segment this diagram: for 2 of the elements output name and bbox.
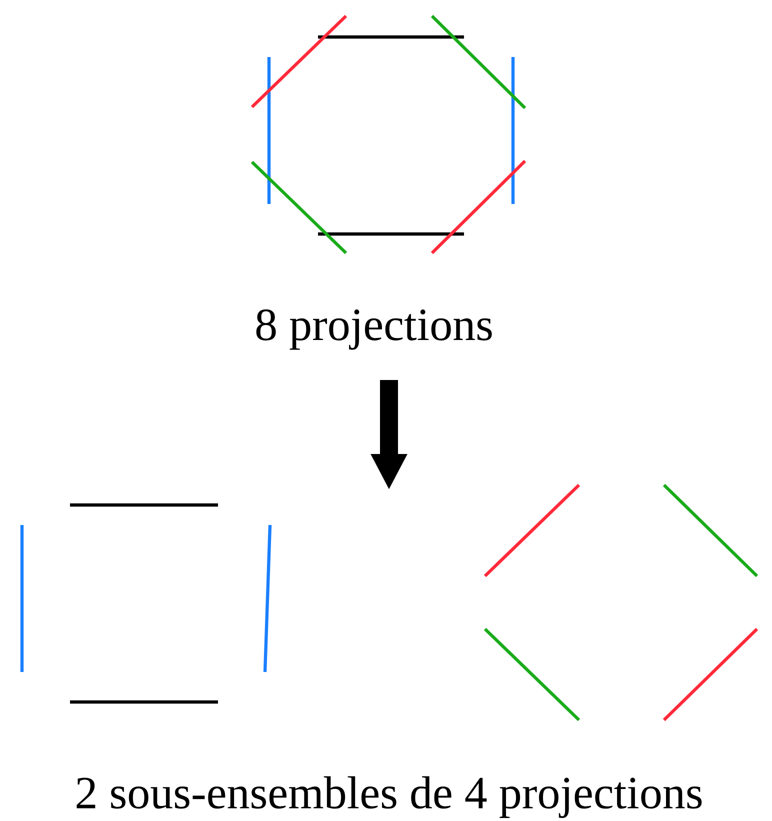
caption-text: 8 projections <box>256 309 492 350</box>
caption-text: 2 sous-ensembles de 4 projections <box>76 776 702 818</box>
